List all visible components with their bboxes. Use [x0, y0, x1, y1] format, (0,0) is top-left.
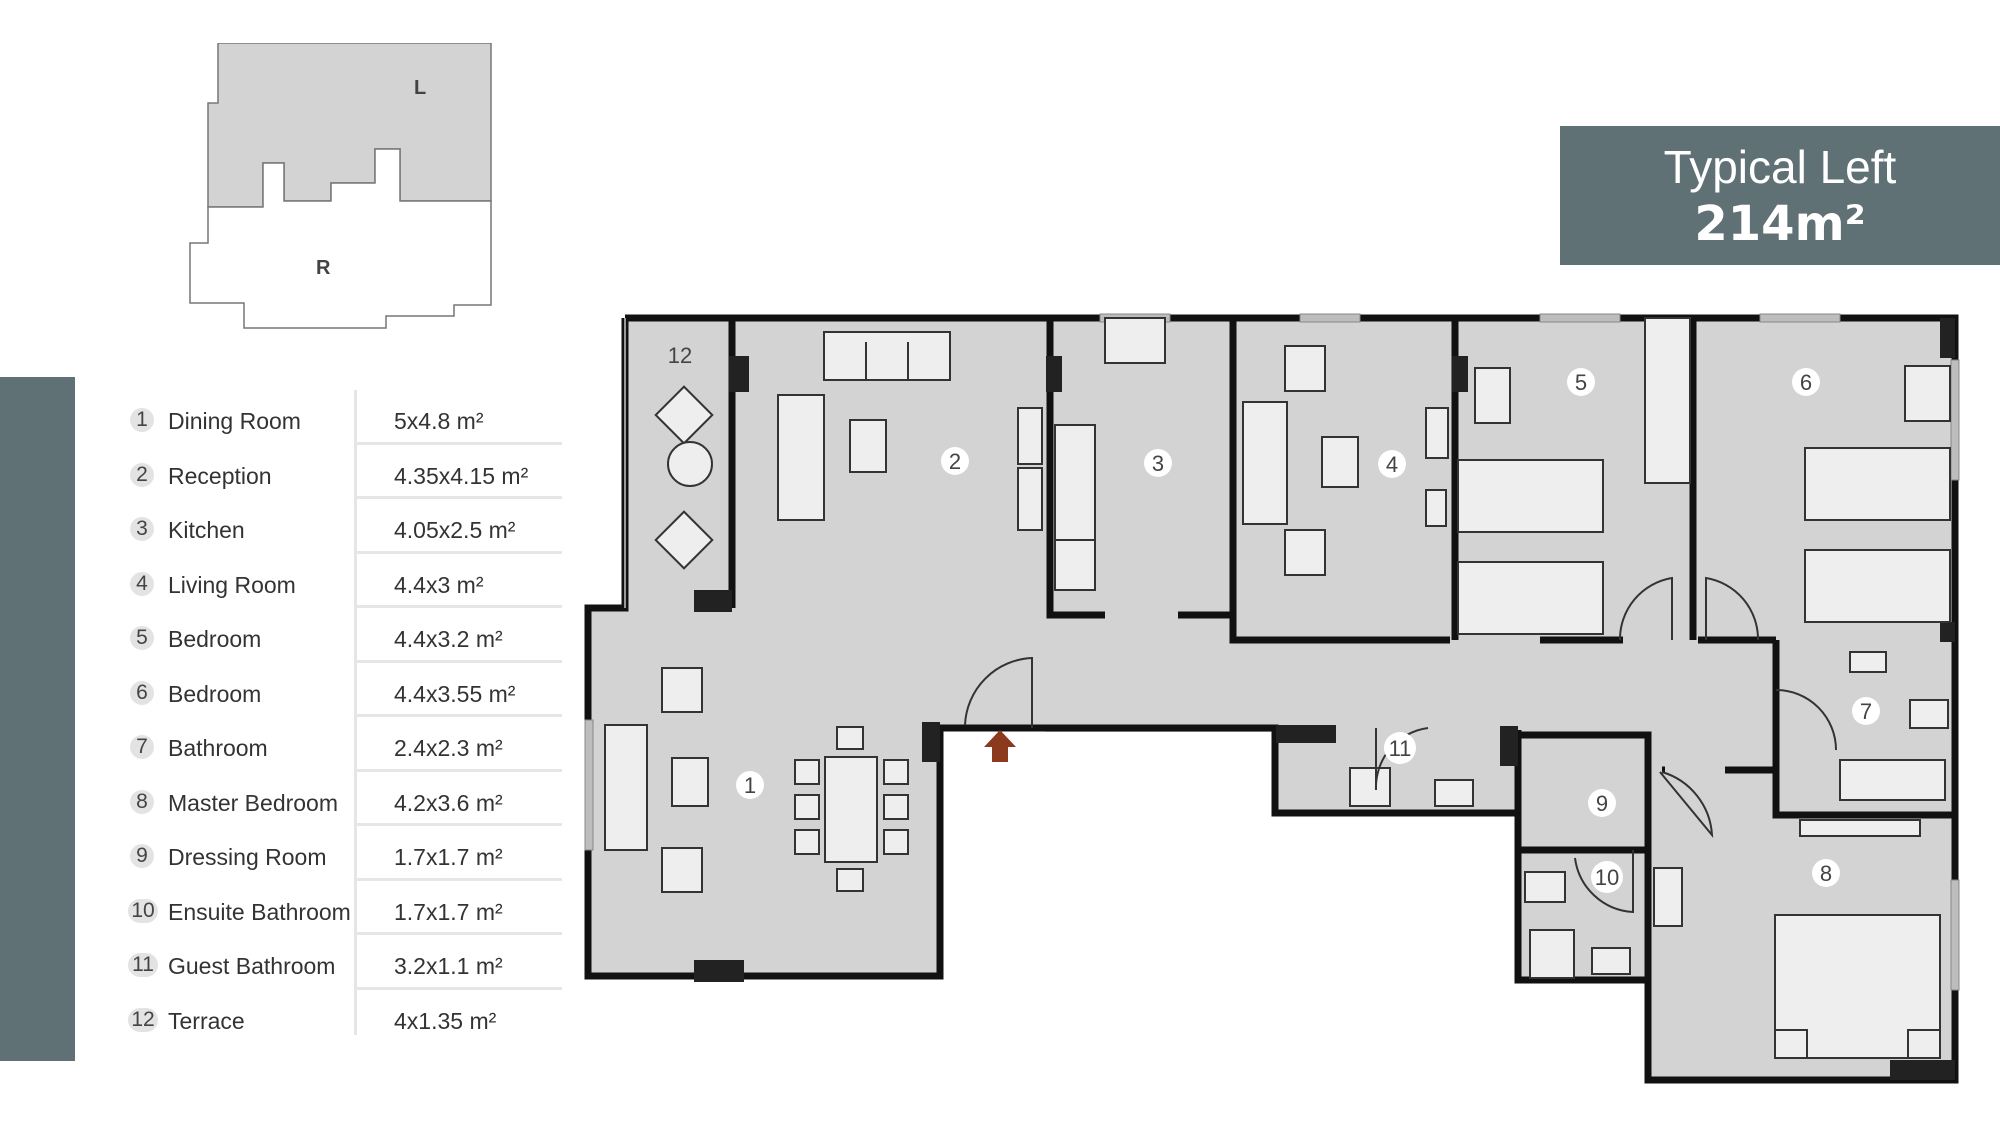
- room-area: 2.4x2.3 m²: [394, 735, 503, 761]
- side-accent-bar: [0, 377, 75, 1061]
- room-number-badge: 9: [130, 844, 154, 868]
- room-area: 4.4x3.55 m²: [394, 680, 516, 707]
- legend-row: 7 Bathroom 2.4x2.3 m²: [130, 717, 562, 772]
- room-label: 7: [1852, 697, 1880, 725]
- room-area: 1.7x1.7 m²: [394, 898, 503, 925]
- furniture: [604, 317, 1951, 1059]
- room-number-badge: 2: [130, 462, 154, 487]
- legend-row: 10 Ensuite Bathroom 1.7x1.7 m²: [128, 881, 562, 935]
- room-name: Dining Room: [168, 408, 301, 434]
- room-label: 3: [1144, 449, 1172, 477]
- plan-total-area: 214m²: [1694, 196, 1866, 252]
- plan-type-title: Typical Left: [1663, 141, 1897, 193]
- room-label: 1: [736, 771, 764, 799]
- columns: [694, 318, 1955, 1080]
- room-label: 5: [1567, 368, 1595, 396]
- room-number-badge: 8: [130, 789, 154, 814]
- room-name: Terrace: [168, 1007, 245, 1034]
- room-name: Bedroom: [168, 626, 262, 652]
- room-area: 4.4x3.2 m²: [394, 626, 503, 652]
- room-number-badge: 10: [128, 898, 158, 923]
- room-name: Bedroom: [168, 680, 262, 707]
- room-area: 4.35x4.15 m²: [394, 462, 529, 489]
- svg-text:11: 11: [1389, 736, 1412, 761]
- room-area: 5x4.8 m²: [394, 408, 484, 434]
- room-name: Guest Bathroom: [168, 953, 336, 979]
- room-number-badge: 11: [128, 953, 158, 977]
- room-name: Kitchen: [168, 517, 245, 543]
- room-area: 4.4x3 m²: [394, 571, 484, 598]
- room-labels: 1 2 3 4 5 6 7 8 9 10 11 12: [664, 339, 1880, 893]
- legend-divider: [354, 390, 357, 1035]
- legend-row: 12 Terrace 4x1.35 m²: [128, 990, 560, 1045]
- room-number-badge: 7: [130, 735, 154, 759]
- room-legend: 1 Dining Room 5x4.8 m² 2 Reception 4.35x4.15…: [128, 390, 562, 1045]
- room-number-badge: 6: [130, 680, 154, 705]
- room-name: Dressing Room: [168, 844, 327, 870]
- room-name: Living Room: [168, 571, 296, 598]
- key-plan: L R: [189, 43, 492, 329]
- svg-text:2: 2: [949, 449, 961, 474]
- key-plan-upper-label: L: [414, 77, 426, 99]
- svg-text:12: 12: [668, 343, 692, 368]
- room-area: 4x1.35 m²: [394, 1007, 497, 1034]
- svg-text:9: 9: [1596, 791, 1608, 816]
- legend-row: 2 Reception 4.35x4.15 m²: [130, 445, 562, 499]
- room-name: Ensuite Bathroom: [168, 898, 351, 925]
- room-number-badge: 3: [130, 517, 154, 541]
- plan-title-box: Typical Left 214m²: [1560, 126, 2000, 265]
- svg-text:1: 1: [744, 773, 756, 798]
- room-label: 8: [1812, 859, 1840, 887]
- legend-row: 3 Kitchen 4.05x2.5 m²: [130, 499, 562, 554]
- room-label: 11: [1384, 732, 1416, 764]
- room-area: 3.2x1.1 m²: [394, 953, 503, 979]
- svg-text:5: 5: [1575, 370, 1587, 395]
- legend-row: 1 Dining Room 5x4.8 m²: [130, 390, 562, 445]
- room-area: 4.05x2.5 m²: [394, 517, 516, 543]
- svg-text:10: 10: [1595, 865, 1619, 890]
- room-number-badge: 1: [130, 408, 154, 432]
- room-name: Reception: [168, 462, 272, 489]
- legend-row: 6 Bedroom 4.4x3.55 m²: [130, 663, 562, 717]
- key-plan-lower-unit: [189, 148, 492, 329]
- room-label: 2: [941, 447, 969, 475]
- svg-text:6: 6: [1800, 370, 1812, 395]
- room-label: 10: [1591, 861, 1623, 893]
- room-name: Master Bedroom: [168, 789, 339, 816]
- svg-text:8: 8: [1820, 861, 1832, 886]
- room-number-badge: 4: [130, 571, 154, 596]
- key-plan-lower-label: R: [316, 257, 331, 279]
- svg-text:4: 4: [1386, 452, 1398, 477]
- room-label: 6: [1792, 368, 1820, 396]
- legend-row: 11 Guest Bathroom 3.2x1.1 m²: [128, 935, 562, 990]
- svg-text:3: 3: [1152, 451, 1164, 476]
- room-label: 4: [1378, 450, 1406, 478]
- room-label: 12: [664, 339, 696, 371]
- room-area: 4.2x3.6 m²: [394, 789, 503, 816]
- legend-row: 5 Bedroom 4.4x3.2 m²: [130, 608, 562, 663]
- legend-row: 8 Master Bedroom 4.2x3.6 m²: [130, 772, 562, 826]
- legend-row: 9 Dressing Room 1.7x1.7 m²: [130, 826, 562, 881]
- room-number-badge: 5: [130, 626, 154, 650]
- room-name: Bathroom: [168, 735, 268, 761]
- legend-row: 4 Living Room 4.4x3 m²: [130, 554, 562, 608]
- arrow-up-icon: [984, 730, 1016, 762]
- room-label: 9: [1588, 789, 1616, 817]
- room-area: 1.7x1.7 m²: [394, 844, 503, 870]
- room-number-badge: 12: [128, 1007, 158, 1032]
- svg-text:7: 7: [1860, 699, 1872, 724]
